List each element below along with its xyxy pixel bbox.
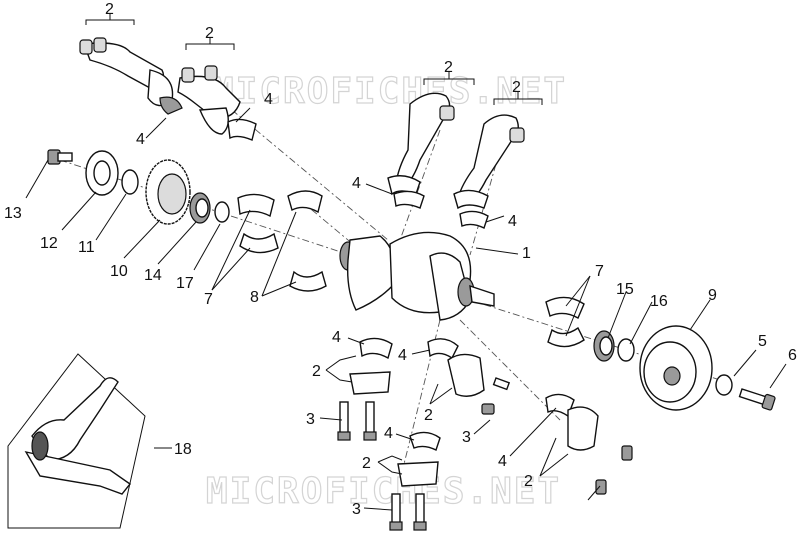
crankshaft-1	[339, 231, 495, 321]
bearing-shell-4-upper-right-a	[393, 190, 425, 209]
bearing-14	[189, 192, 211, 224]
callout-2: 2	[444, 59, 453, 76]
bearing-shell-4-lower-a	[359, 337, 393, 360]
bearing-shell-4-upper-right-b	[459, 210, 489, 229]
bearing-shell-4-lower-c	[409, 431, 441, 451]
callout-9: 9	[708, 287, 717, 304]
rod-cap-lower-a	[349, 371, 391, 395]
washer-5	[715, 374, 733, 396]
rod-cap-lower-b	[447, 353, 485, 397]
watermark-bottom: MICROFICHES.NET	[206, 471, 561, 512]
callout-10: 10	[110, 263, 128, 280]
callout-17: 17	[176, 275, 194, 292]
cap-bolts-3-a	[337, 401, 377, 441]
callout-4: 4	[384, 425, 393, 442]
bolt-13	[47, 149, 73, 165]
bolt-3-b	[481, 377, 511, 415]
callout-16: 16	[650, 293, 668, 310]
callout-4: 4	[508, 213, 517, 230]
callout-2: 2	[424, 407, 433, 424]
main-bearing-shell-8-upper	[287, 190, 323, 214]
connecting-rod-upper-middle	[159, 65, 241, 135]
connecting-rod-upper-right-a	[387, 92, 455, 196]
main-bearing-shell-7-right-upper	[545, 296, 585, 319]
main-bearing-shell-7-lower	[239, 232, 279, 254]
callout-4: 4	[332, 329, 341, 346]
callout-8: 8	[250, 289, 259, 306]
callout-7: 7	[595, 263, 604, 280]
callout-5: 5	[758, 333, 767, 350]
sprocket-12	[85, 150, 119, 196]
callout-14: 14	[144, 267, 162, 284]
callout-18: 18	[174, 441, 192, 458]
callout-2: 2	[105, 1, 114, 18]
callout-2: 2	[362, 455, 371, 472]
connecting-rod-upper-left	[79, 37, 174, 107]
cap-bolts-3-c	[389, 493, 427, 531]
callout-11: 11	[78, 239, 95, 256]
callout-4: 4	[398, 347, 407, 364]
callout-7: 7	[204, 291, 213, 308]
rod-cap-lower-d	[567, 406, 599, 451]
callout-2: 2	[524, 473, 533, 490]
callout-13: 13	[4, 205, 22, 222]
ring-16	[617, 338, 635, 362]
flywheel-9	[639, 325, 713, 411]
callout-15: 15	[616, 281, 634, 298]
callout-labels: 2 2 2 2 4 4 4 4 1 13 12 11 10 14 17 7 8 …	[4, 1, 797, 518]
bearing-shell-4-lower-b	[427, 338, 459, 360]
bearing-15	[593, 330, 615, 362]
main-bearing-shell-8-lower	[289, 270, 327, 292]
callout-2: 2	[512, 79, 521, 96]
callout-4: 4	[136, 131, 145, 148]
main-bearing-shell-7-upper	[237, 193, 275, 218]
callout-12: 12	[40, 235, 58, 252]
callout-2: 2	[205, 25, 214, 42]
washer-11	[121, 169, 139, 195]
connecting-rod-upper-right-b	[453, 114, 525, 210]
callout-1: 1	[522, 245, 531, 262]
bolts-3-d	[595, 445, 633, 495]
ring-17	[214, 201, 230, 223]
main-bearing-shell-7-right-lower	[547, 326, 585, 348]
callout-3: 3	[306, 411, 315, 428]
bolt-6	[738, 388, 776, 411]
gear-10	[145, 159, 191, 225]
callout-6: 6	[788, 347, 797, 364]
callout-4: 4	[352, 175, 361, 192]
assembled-crankshaft-inset-18	[7, 353, 146, 529]
callout-2: 2	[312, 363, 321, 380]
callout-4: 4	[264, 91, 273, 108]
watermark-top: MICROFICHES.NET	[212, 71, 567, 112]
callout-3: 3	[352, 501, 361, 518]
rod-cap-lower-c	[397, 461, 439, 487]
bearing-shell-4-left	[227, 118, 257, 141]
leader-lines	[25, 14, 787, 511]
callout-3: 3	[462, 429, 471, 446]
callout-4: 4	[498, 453, 507, 470]
